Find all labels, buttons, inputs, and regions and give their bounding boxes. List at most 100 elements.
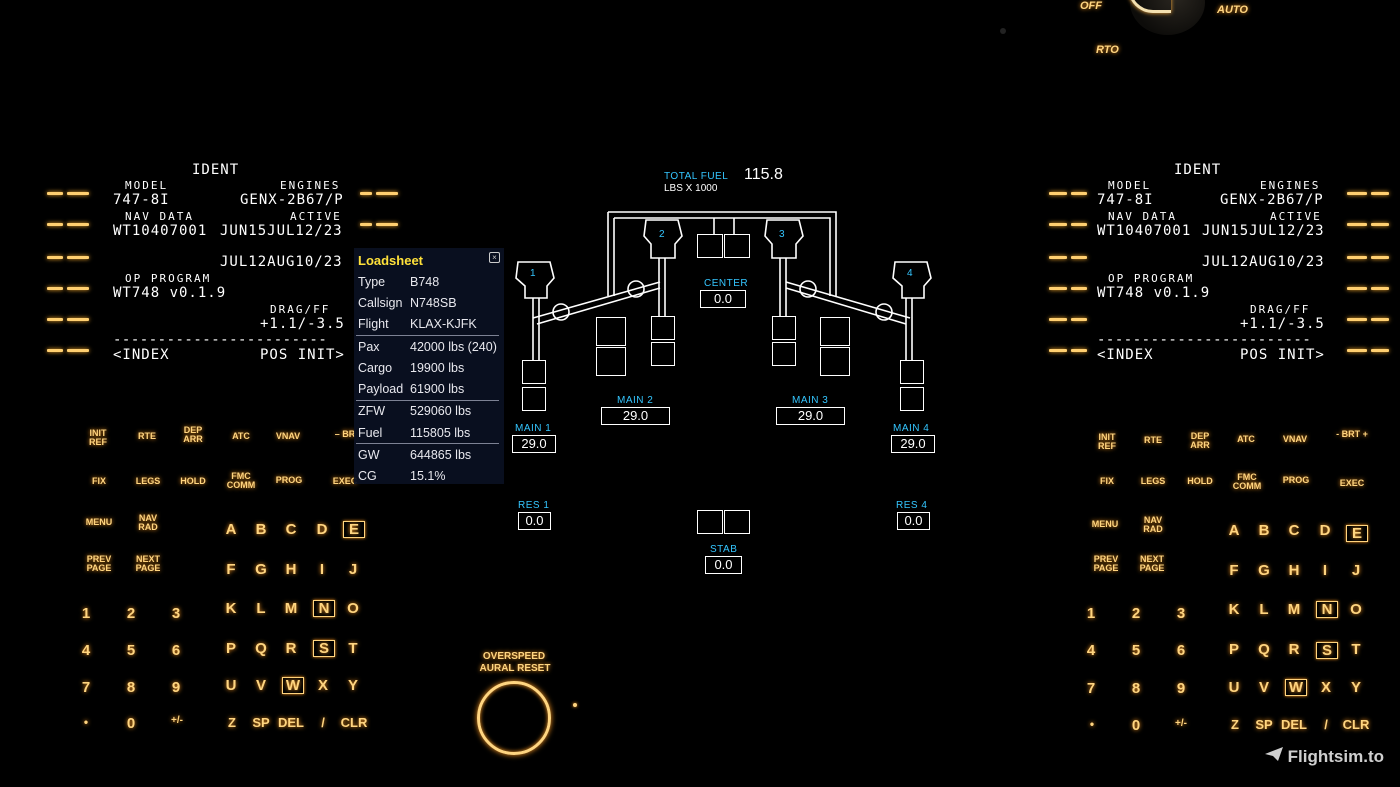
key-f[interactable]: F [1229, 562, 1239, 579]
key-legs[interactable]: LEGS [1140, 476, 1166, 486]
key-d[interactable]: D [316, 521, 328, 538]
key-q[interactable]: Q [255, 640, 267, 657]
key-k[interactable]: K [1228, 601, 1240, 618]
key-a[interactable]: A [1228, 522, 1240, 539]
key-t[interactable]: T [1351, 641, 1361, 658]
key-5[interactable]: 5 [1131, 642, 1141, 659]
lsk-2l[interactable] [47, 223, 89, 229]
key-n[interactable]: N [1316, 601, 1338, 618]
key-c[interactable]: C [1288, 522, 1300, 539]
key-r[interactable]: R [285, 640, 297, 657]
key-x[interactable]: X [1320, 679, 1331, 696]
key-fmc-comm[interactable]: FMC COMM [1232, 472, 1262, 491]
key-a[interactable]: A [225, 521, 237, 538]
key-t[interactable]: T [348, 640, 358, 657]
autobrake-selector[interactable] [1100, 0, 1210, 50]
key-del[interactable]: DEL [1281, 717, 1307, 732]
key-plus-minus[interactable]: +/- [1175, 718, 1187, 729]
key-nav-rad[interactable]: NAV RAD [138, 513, 158, 532]
key-menu[interactable]: MENU [1091, 519, 1119, 529]
key-fmc-comm[interactable]: FMC COMM [226, 471, 256, 490]
key-brt[interactable]: – BR [334, 429, 356, 439]
key-z[interactable]: Z [228, 715, 236, 730]
lsk-4l[interactable] [47, 287, 89, 293]
lsk-2r[interactable] [1347, 223, 1389, 229]
key-sp[interactable]: SP [252, 715, 270, 730]
key-d[interactable]: D [1319, 522, 1331, 539]
key-prev-page[interactable]: PREV PAGE [86, 554, 112, 573]
key-vnav[interactable]: VNAV [275, 431, 301, 441]
key-y[interactable]: Y [1350, 679, 1361, 696]
key-p[interactable]: P [1228, 641, 1239, 658]
key-n[interactable]: N [313, 600, 335, 617]
key-u[interactable]: U [225, 677, 237, 694]
key-6[interactable]: 6 [1176, 642, 1186, 659]
key-clr[interactable]: CLR [1342, 717, 1370, 732]
key-menu[interactable]: MENU [85, 517, 113, 527]
key-o[interactable]: O [347, 600, 359, 617]
key-0[interactable]: 0 [1131, 717, 1141, 734]
key-clr[interactable]: CLR [340, 715, 368, 730]
key-q[interactable]: Q [1258, 641, 1270, 658]
key-e[interactable]: E [343, 521, 365, 538]
key-v[interactable]: V [1258, 679, 1269, 696]
key-rte[interactable]: RTE [138, 431, 156, 441]
key-nav-rad[interactable]: NAV RAD [1143, 515, 1163, 534]
lsk-6l[interactable] [47, 349, 89, 355]
key-prog[interactable]: PROG [1282, 475, 1310, 485]
key-c[interactable]: C [285, 521, 297, 538]
key-s[interactable]: S [1316, 642, 1338, 659]
cdu-index-prompt[interactable]: <INDEX [113, 347, 170, 363]
key-2[interactable]: 2 [126, 605, 136, 622]
lsk-1r[interactable] [360, 192, 398, 198]
key-prog[interactable]: PROG [275, 475, 303, 485]
close-icon[interactable]: × [489, 252, 500, 263]
key-dep-arr[interactable]: DEP ARR [1190, 431, 1210, 450]
key-b[interactable]: B [1258, 522, 1270, 539]
key-exec[interactable]: EXEC [1339, 478, 1365, 488]
key-prev-page[interactable]: PREV PAGE [1093, 554, 1119, 573]
key-k[interactable]: K [225, 600, 237, 617]
key-plus-minus[interactable]: +/- [171, 715, 183, 726]
cdu-index-prompt[interactable]: <INDEX [1097, 347, 1154, 363]
key-dot[interactable]: • [1089, 717, 1095, 731]
lsk-6l[interactable] [1049, 349, 1087, 355]
key-7[interactable]: 7 [81, 679, 91, 696]
cdu-pos-init-prompt[interactable]: POS INIT> [260, 347, 345, 363]
lsk-4l[interactable] [1049, 287, 1087, 293]
key-l[interactable]: L [1259, 601, 1269, 618]
lsk-5l[interactable] [1049, 318, 1087, 324]
key-slash[interactable]: / [321, 715, 325, 730]
key-w[interactable]: W [282, 677, 304, 694]
key-w[interactable]: W [1285, 679, 1307, 696]
key-sp[interactable]: SP [1255, 717, 1273, 732]
lsk-2l[interactable] [1049, 223, 1087, 229]
key-hold[interactable]: HOLD [180, 476, 206, 486]
key-i[interactable]: I [1322, 562, 1328, 579]
key-j[interactable]: J [348, 561, 358, 578]
key-atc[interactable]: ATC [1237, 434, 1255, 444]
key-m[interactable]: M [1287, 601, 1301, 618]
key-v[interactable]: V [255, 677, 266, 694]
key-del[interactable]: DEL [278, 715, 304, 730]
key-fix[interactable]: FIX [91, 476, 106, 486]
lsk-3l[interactable] [1049, 256, 1087, 262]
key-r[interactable]: R [1288, 641, 1300, 658]
key-o[interactable]: O [1350, 601, 1362, 618]
key-7[interactable]: 7 [1086, 680, 1096, 697]
key-8[interactable]: 8 [126, 679, 136, 696]
key-j[interactable]: J [1351, 562, 1361, 579]
lsk-4r[interactable] [1347, 287, 1389, 293]
key-l[interactable]: L [256, 600, 266, 617]
lsk-5r[interactable] [1347, 318, 1389, 324]
key-atc[interactable]: ATC [232, 431, 250, 441]
key-fix[interactable]: FIX [1099, 476, 1114, 486]
lsk-3r[interactable] [1347, 256, 1389, 262]
key-g[interactable]: G [1258, 562, 1270, 579]
key-2[interactable]: 2 [1131, 605, 1141, 622]
lsk-6r[interactable] [1347, 349, 1389, 355]
lsk-3l[interactable] [47, 256, 89, 262]
key-4[interactable]: 4 [81, 642, 91, 659]
key-9[interactable]: 9 [171, 679, 181, 696]
key-i[interactable]: I [319, 561, 325, 578]
